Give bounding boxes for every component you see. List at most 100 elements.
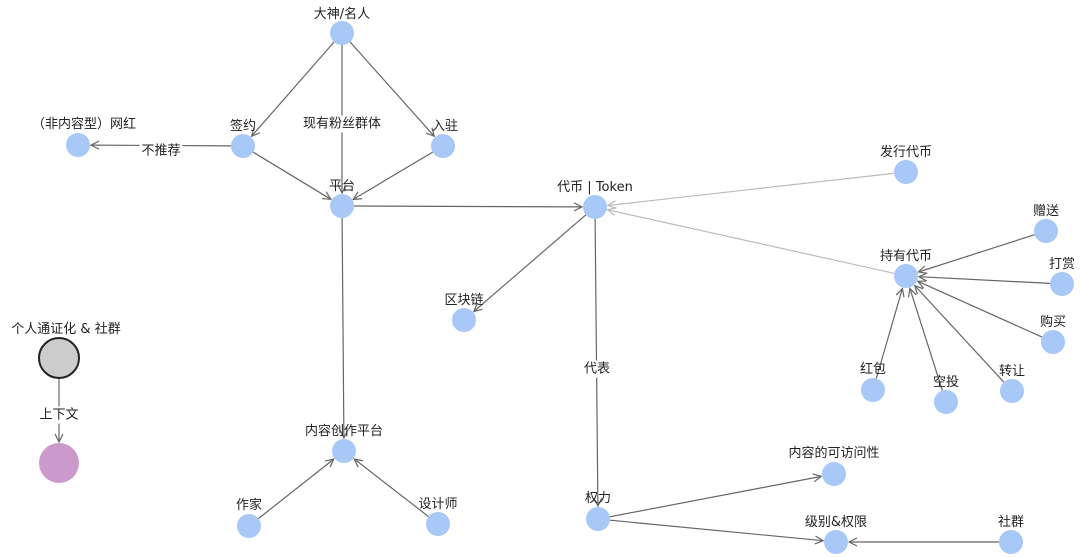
node-zhuanrang[interactable]: 转让 xyxy=(999,364,1025,403)
edge-label-group-daibi-to-quanli: 代表 xyxy=(582,360,612,378)
edge-label-dashen-to-pingtai: 现有粉丝群体 xyxy=(303,117,381,132)
node-circle-chiyou[interactable] xyxy=(894,264,918,288)
node-circle-shejishi[interactable] xyxy=(426,512,450,536)
node-label-kefangwen: 内容的可访问性 xyxy=(788,445,879,461)
node-wanghong[interactable]: （非内容型）网红 xyxy=(32,116,136,157)
node-zuojia[interactable]: 作家 xyxy=(236,497,262,538)
node-label-qukuailian: 区块链 xyxy=(444,293,483,308)
edge-dashen-to-qianyue xyxy=(252,41,335,136)
node-circle-zuojia[interactable] xyxy=(237,514,261,538)
node-label-zhuanrang: 转让 xyxy=(999,364,1025,379)
edge-dashang-to-chiyou xyxy=(919,277,1051,284)
edge-ruzhu-to-pingtai xyxy=(353,151,434,199)
node-jibie[interactable]: 级别&权限 xyxy=(805,514,867,554)
edge-label-background xyxy=(301,115,383,133)
node-label-dashang: 打赏 xyxy=(1049,257,1075,272)
edge-label-background xyxy=(37,406,81,424)
edge-quanli-to-kefangwen xyxy=(609,476,821,518)
node-faxing[interactable]: 发行代币 xyxy=(880,144,932,184)
edge-zuojia-to-chuangzuo xyxy=(258,459,333,520)
node-qianyue[interactable]: 签约 xyxy=(230,118,256,158)
node-circle-daibi[interactable] xyxy=(583,195,607,219)
edge-pingtai-to-daibi xyxy=(353,206,582,207)
node-circle-legend_top[interactable] xyxy=(38,337,80,379)
node-circle-chuangzuo[interactable] xyxy=(332,439,356,463)
edge-pingtai-to-chuangzuo xyxy=(342,217,344,438)
node-circle-dashen[interactable] xyxy=(330,21,354,45)
node-label-legend_top: 个人通证化 & 社群 xyxy=(11,321,120,337)
edge-qianyue-to-pingtai xyxy=(252,151,331,199)
node-circle-ruzhu[interactable] xyxy=(431,134,455,158)
edge-goumai-to-chiyou xyxy=(918,281,1043,338)
node-quanli[interactable]: 权力 xyxy=(585,490,611,531)
node-circle-zengsong[interactable] xyxy=(1034,219,1058,243)
node-label-faxing: 发行代币 xyxy=(880,144,932,160)
node-label-goumai: 购买 xyxy=(1040,314,1066,330)
node-label-hongbao: 红包 xyxy=(860,361,886,377)
node-label-zuojia: 作家 xyxy=(236,497,262,513)
edge-chiyou-to-daibi xyxy=(608,210,895,274)
node-legend_top[interactable]: 个人通证化 & 社群 xyxy=(11,321,121,379)
edge-quanli-to-jibie xyxy=(609,519,823,541)
node-circle-jibie[interactable] xyxy=(824,530,848,554)
node-shejishi[interactable]: 设计师 xyxy=(418,497,458,536)
node-circle-qianyue[interactable] xyxy=(231,134,255,158)
node-chiyou[interactable]: 持有代币 xyxy=(880,249,932,288)
node-label-chiyou: 持有代币 xyxy=(880,249,932,264)
node-circle-kefangwen[interactable] xyxy=(822,462,846,486)
node-circle-zhuanrang[interactable] xyxy=(1000,379,1024,403)
node-qukuailian[interactable]: 区块链 xyxy=(444,293,484,332)
node-shequn[interactable]: 社群 xyxy=(998,514,1024,554)
node-daibi[interactable]: 代币 | Token xyxy=(557,180,633,219)
node-label-jibie: 级别&权限 xyxy=(805,514,867,530)
node-label-pingtai: 平台 xyxy=(329,179,355,194)
node-zengsong[interactable]: 赠送 xyxy=(1033,204,1059,243)
node-label-zengsong: 赠送 xyxy=(1033,204,1059,219)
node-label-daibi: 代币 | Token xyxy=(557,180,633,195)
node-label-shequn: 社群 xyxy=(998,514,1024,530)
node-circle-shequn[interactable] xyxy=(999,530,1023,554)
node-circle-kongtou[interactable] xyxy=(934,390,958,414)
node-circle-quanli[interactable] xyxy=(586,507,610,531)
node-circle-wanghong[interactable] xyxy=(66,133,90,157)
node-ruzhu[interactable]: 入驻 xyxy=(431,119,458,158)
node-label-qianyue: 签约 xyxy=(230,118,256,134)
edge-kongtou-to-chiyou xyxy=(910,288,943,391)
node-circle-dashang[interactable] xyxy=(1050,272,1074,296)
node-circle-qukuailian[interactable] xyxy=(452,308,476,332)
edge-label-group-legend_top-to-legend_bottom: 上下文 xyxy=(37,406,81,424)
node-hongbao[interactable]: 红包 xyxy=(860,361,886,402)
node-circle-goumai[interactable] xyxy=(1041,330,1065,354)
node-circle-legend_bottom[interactable] xyxy=(39,443,79,483)
edge-dashen-to-ruzhu xyxy=(349,41,434,136)
edge-daibi-to-qukuailian xyxy=(474,214,587,312)
node-label-ruzhu: 入驻 xyxy=(432,119,458,134)
node-circle-pingtai[interactable] xyxy=(330,194,354,218)
node-label-chuangzuo: 内容创作平台 xyxy=(305,423,383,439)
edge-label-group-dashen-to-pingtai: 现有粉丝群体 xyxy=(301,115,383,133)
node-dashen[interactable]: 大神/名人 xyxy=(314,6,370,45)
node-dashang[interactable]: 打赏 xyxy=(1049,257,1075,296)
node-legend_bottom[interactable] xyxy=(39,443,79,483)
edge-label-qianyue-to-wanghong: 不推荐 xyxy=(141,144,180,159)
node-goumai[interactable]: 购买 xyxy=(1040,314,1066,354)
node-kefangwen[interactable]: 内容的可访问性 xyxy=(788,445,880,486)
edge-hongbao-to-chiyou xyxy=(875,289,902,379)
node-label-quanli: 权力 xyxy=(585,490,611,506)
edge-faxing-to-daibi xyxy=(608,172,895,205)
node-chuangzuo[interactable]: 内容创作平台 xyxy=(305,423,383,463)
node-label-wanghong: （非内容型）网红 xyxy=(32,116,136,132)
node-kongtou[interactable]: 空投 xyxy=(933,374,959,414)
node-circle-hongbao[interactable] xyxy=(861,378,885,402)
node-label-shejishi: 设计师 xyxy=(418,497,457,512)
edge-label-background xyxy=(139,142,183,160)
node-circle-faxing[interactable] xyxy=(894,160,918,184)
edge-label-legend_top-to-legend_bottom: 上下文 xyxy=(39,408,78,423)
edge-zhuanrang-to-chiyou xyxy=(915,286,1005,383)
edge-label-background xyxy=(582,360,612,378)
node-pingtai[interactable]: 平台 xyxy=(329,179,355,218)
node-label-kongtou: 空投 xyxy=(933,374,959,390)
